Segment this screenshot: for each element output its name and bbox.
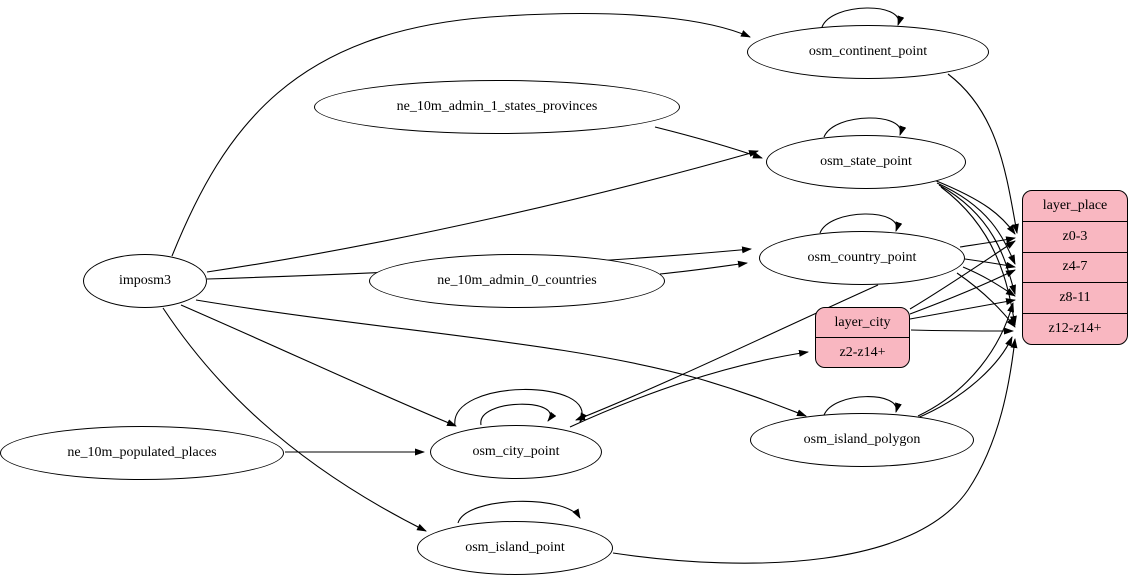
edge-osm_city_point--layer_city:z2-z14+ [569,349,809,428]
record-layer-city: layer_city z2-z14+ [815,307,910,368]
edge-osm_city_point--osm_city_point [480,403,557,426]
edge-osm_state_point--osm_state_point [823,117,907,138]
node-ne-10m-populated-places-label: ne_10m_populated_places [67,445,217,460]
edge-imposm3--osm_continent_point [171,12,751,257]
edge-layer_city:z2-z14+--layer_place:z4-7 [909,269,1016,315]
edge-osm_island_polygon--layer_place:z12-z14+ [914,336,1013,420]
node-osm-continent-point: osm_continent_point [747,25,989,79]
layer-city-title-row: layer_city [834,314,891,330]
node-imposm3: imposm3 [83,254,207,308]
node-osm-country-point: osm_country_point [759,231,965,285]
node-ne-10m-admin-1-states-provinces-label: ne_10m_admin_1_states_provinces [396,99,598,114]
edge-osm_island_point--layer_place:z12-z14+ [612,338,1018,564]
edge-imposm3--osm_island_polygon [195,299,807,417]
node-osm-island-point-label: osm_island_point [465,540,565,555]
edge-ne_10m_admin_0_countries--osm_country_point [659,260,748,275]
edge-osm_state_point--layer_place:z0-3 [933,179,1016,235]
node-ne-10m-admin-0-countries: ne_10m_admin_0_countries [369,254,665,308]
edge-imposm3--osm_state_point [206,150,759,273]
node-ne-10m-admin-0-countries-label: ne_10m_admin_0_countries [437,273,597,288]
edge-osm_continent_point--layer_place:z0-3 [947,73,1019,234]
edge-layer_city:z2-z14+--layer_place:z0-3 [909,240,1016,310]
node-ne-10m-populated-places: ne_10m_populated_places [0,426,284,480]
edge-osm_country_point--osm_country_point [819,213,903,234]
record-layer-place: layer_place z0-3 z4-7 z8-11 z12-z14+ [1022,190,1128,345]
layer-place-row-z4-7: z4-7 [1023,251,1127,283]
node-osm-state-point-label: osm_state_point [820,154,912,169]
edge-osm_island_polygon--layer_place:z8-11 [917,302,1015,417]
edge-osm_island_point--osm_island_point [457,500,581,524]
edge-layer_city:z2-z14+--layer_place:z8-11 [909,298,1016,320]
edge-osm_island_polygon--osm_island_polygon [823,396,902,416]
layer-place-title-row: layer_place [1042,197,1108,213]
edge-osm_city_point--osm_city_point [454,388,588,427]
node-osm-country-point-label: osm_country_point [807,250,917,265]
edge-osm_state_point--layer_place:z4-7 [936,182,1016,265]
node-osm-continent-point-label: osm_continent_point [808,44,928,59]
edge-osm_continent_point--osm_continent_point [821,7,905,28]
node-ne-10m-admin-1-states-provinces: ne_10m_admin_1_states_provinces [314,80,680,134]
layer-place-row-z12-z14: z12-z14+ [1023,313,1127,344]
edge-imposm3--osm_island_point [162,307,427,532]
node-osm-island-polygon: osm_island_polygon [750,413,974,467]
edge-osm_country_point--osm_city_point [575,284,879,421]
node-osm-island-point: osm_island_point [417,521,613,575]
layer-city-row-z2-z14: z2-z14+ [816,337,909,367]
edge-osm_country_point--layer_place:z0-3 [959,236,1016,248]
edge-ne_10m_admin_1_states_provinces--osm_state_point [654,126,763,159]
node-osm-state-point: osm_state_point [766,135,966,189]
node-osm-city-point-label: osm_city_point [472,444,560,459]
edge-osm_country_point--layer_place:z8-11 [962,266,1016,297]
node-osm-island-polygon-label: osm_island_polygon [803,432,921,447]
edge-layer_city:z2-z14+--layer_place:z12-z14+ [910,327,1014,335]
edge-osm_state_point--layer_place:z8-11 [938,184,1016,295]
layer-place-row-z8-11: z8-11 [1023,282,1127,313]
node-osm-city-point: osm_city_point [430,425,602,479]
edge-osm_country_point--layer_place:z4-7 [964,258,1016,269]
layer-place-row-z0-3: z0-3 [1023,220,1127,252]
node-imposm3-label: imposm3 [118,273,172,288]
edge-imposm3--osm_city_point [180,304,457,427]
edge-osm_country_point--layer_place:z12-z14+ [956,272,1016,328]
